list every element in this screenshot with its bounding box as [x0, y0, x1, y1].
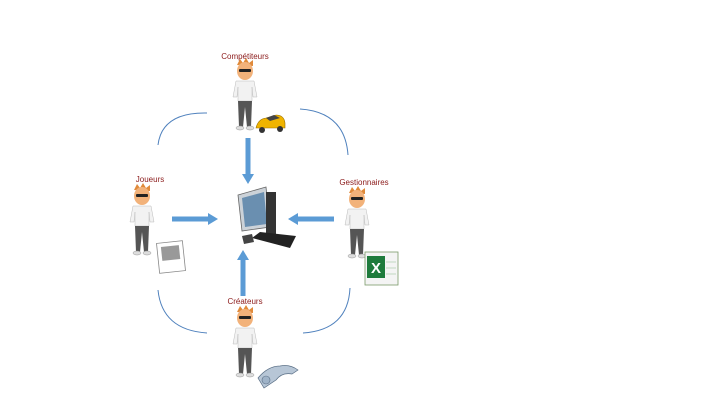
creator-avatar-icon: [232, 304, 258, 378]
excel-icon: X: [364, 251, 399, 286]
manager-avatar-icon: [344, 185, 370, 259]
svg-text:X: X: [371, 260, 381, 277]
arc-bottom-left: [157, 289, 208, 334]
arrow-down: [242, 138, 254, 184]
role-label-managers: Gestionnaires: [339, 178, 389, 187]
computer-icon: [237, 186, 296, 248]
tools-icon: [257, 365, 299, 389]
player-avatar-icon: [129, 182, 155, 256]
role-label-creators: Créateurs: [227, 297, 263, 306]
arc-top-right: [299, 108, 349, 156]
role-label-players: Joueurs: [135, 175, 165, 184]
competitor-avatar-icon: [232, 57, 258, 131]
arrow-left: [288, 213, 334, 225]
arrow-up: [237, 250, 249, 296]
role-label-competitors: Compétiteurs: [221, 52, 269, 61]
arc-bottom-right: [302, 287, 351, 334]
document-icon: [156, 240, 186, 274]
arc-top-left: [157, 112, 208, 146]
arrow-right: [172, 213, 218, 225]
car-icon: [255, 114, 286, 133]
connector-arcs: [157, 108, 351, 334]
